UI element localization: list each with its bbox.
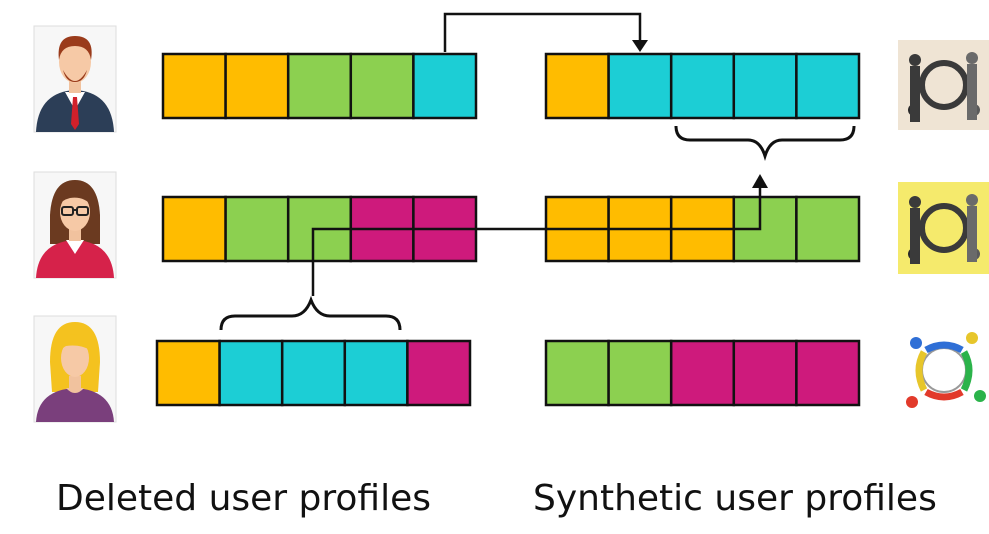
deleted-profile-bar-3	[155, 339, 472, 407]
transfer-arrow-top	[443, 12, 648, 52]
bar-segment-cyan	[607, 52, 673, 120]
bar-segment-cyan	[280, 339, 347, 407]
bar-segment-magenta	[669, 339, 736, 407]
bar-segment-cyan	[218, 339, 284, 407]
bar-segment-green	[349, 52, 415, 120]
bar-segment-cyan	[732, 52, 798, 120]
synthetic-profiles-caption: Synthetic user profiles	[533, 478, 937, 519]
group-circle-yellow-icon	[898, 182, 989, 274]
bar-segment-yellow	[161, 195, 227, 263]
bar-segment-cyan	[795, 52, 861, 120]
woman-blonde-avatar-icon	[33, 315, 117, 423]
transfer-arrow-bottom	[311, 174, 768, 296]
brace-synthetic-top	[674, 125, 856, 162]
bar-segment-yellow	[224, 52, 290, 120]
bar-segment-magenta	[406, 339, 472, 407]
bar-segment-yellow	[161, 52, 227, 120]
man-avatar-icon	[33, 25, 117, 133]
bar-segment-cyan	[669, 52, 736, 120]
bar-segment-cyan	[412, 52, 478, 120]
bar-segment-magenta	[732, 339, 798, 407]
synthetic-profile-bar-3	[544, 339, 861, 407]
synthetic-profile-bar-1	[544, 52, 861, 120]
deleted-profile-bar-1	[161, 52, 478, 120]
bar-segment-yellow	[155, 339, 221, 407]
deleted-profiles-caption: Deleted user profiles	[56, 478, 432, 519]
bar-segment-green	[224, 195, 290, 263]
group-circle-colored-icon	[898, 324, 989, 418]
woman-glasses-avatar-icon	[33, 171, 117, 279]
group-circle-icon	[898, 40, 989, 130]
bar-segment-green	[607, 339, 673, 407]
bar-segment-magenta	[795, 339, 861, 407]
bar-segment-yellow	[544, 52, 610, 120]
brace-deleted-bottom	[219, 295, 402, 331]
bar-segment-green	[544, 339, 610, 407]
bar-segment-green	[795, 195, 861, 263]
bar-segment-cyan	[343, 339, 409, 407]
bar-segment-green	[286, 52, 353, 120]
